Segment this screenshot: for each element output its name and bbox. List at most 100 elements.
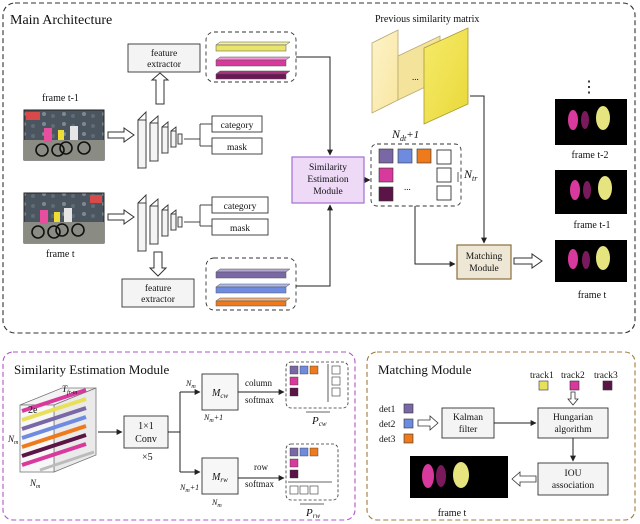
matrix-cells: ... [378,148,452,202]
feature-extractor-bottom-line1: feature [145,283,171,294]
hungarian-line1: Hungarian [553,413,593,423]
sem-line1: Similarity [309,163,347,173]
mcw-nm-bottom: Nm+1 [203,413,223,424]
track1-swatch [538,380,549,391]
track2-label: track2 [561,371,585,381]
row-softmax-line2: softmax [245,479,274,489]
frame-prev-image [23,109,105,161]
mask-box-top [211,137,263,155]
pcw-label: Pcw [311,415,327,428]
hungarian-line2: algorithm [555,425,593,435]
feature-extractor-top [127,43,201,73]
mask-label-top: mask [227,143,247,153]
similarity-estimation-module-box [291,156,365,204]
track3-label: track3 [594,371,618,381]
matrix-dots: ... [404,182,411,192]
frame-cur-label: frame t [46,249,75,260]
mask-box-bottom [211,218,269,236]
det1-label: det1 [379,405,396,415]
backbone-bottom [137,193,183,253]
column-softmax-line2: softmax [245,395,274,405]
arrow-prevmatrix-to-matching [470,95,487,244]
iou-line2: association [552,481,594,491]
mrw-nm-bottom: Nm [211,498,222,509]
mcw-box [201,373,239,411]
hollow-arrow-down [148,251,168,277]
track1-label: track1 [530,371,554,381]
arrow-bottombank-to-sem [296,204,333,287]
matching-panel [366,351,636,521]
feature-bank-bottom [205,257,297,311]
sem-line2: Estimation [307,175,348,185]
output-frame-t2 [555,99,627,145]
arrow-topbank-to-sem [296,56,333,156]
iou-association-box [537,462,609,496]
prev-matrix-3 [423,27,469,125]
tensor-nm-left: Nm [7,434,19,446]
track3-swatch [602,380,613,391]
kalman-line2: filter [459,424,478,435]
main-architecture-title: Main Architecture [10,13,112,28]
iou-line1: IOU [565,469,582,479]
prev-matrix-1 [371,29,399,114]
output-ellipsis: ⋮ [581,79,597,96]
matching-output-frame [410,456,508,498]
tensor-2e: 2e [28,405,38,416]
output-frame-t [555,240,627,282]
prw-cells [288,447,332,495]
pcw-matrix [285,361,349,409]
conv-line2: Conv [135,434,157,445]
mrw-box [201,457,239,495]
similarity-matrix [370,143,462,207]
category-label-bottom: category [224,202,257,212]
prev-matrix-dots: ... [412,72,419,82]
matching-module-box [456,244,512,280]
det2-swatch [403,418,414,429]
head-branches-top [184,123,212,147]
frame-prev-label: frame t-1 [42,93,79,104]
head-branches-bottom [184,204,212,227]
matching-frame-t-label: frame t [438,508,467,519]
hungarian-box [537,407,609,439]
arrow-matrix-to-matching [414,206,456,267]
prw-matrix [285,443,339,501]
mrw-label: Mrw [211,472,228,484]
mcw-label: Mcw [211,388,228,400]
hollow-arrow-iou-to-frame [511,471,537,487]
hollow-arrow-up [150,72,170,105]
column-softmax-line1: column [245,378,272,388]
kalman-line1: Kalman [453,413,483,423]
hollow-arrow-prev [107,127,135,143]
conv-box [123,415,169,449]
ndt-label: Ndt+1 [391,127,419,143]
det1-swatch [403,403,414,414]
mrw-nm-left: Nm+1 [179,483,199,494]
row-softmax-line1: row [254,462,268,472]
tensor-t-label: Tfr-m [62,384,78,396]
sem-panel-title: Similarity Estimation Module [14,362,170,377]
feature-extractor-top-line1: feature [151,48,177,59]
main-architecture-panel [2,2,636,334]
feature-bars-top [215,41,291,80]
feature-bank-top [205,31,297,83]
sem-line3: Module [313,187,343,197]
kalman-filter-box [441,407,495,439]
feature-bars-bottom [215,268,291,307]
backbone-top [137,110,183,170]
mcw-nm-left: Nm [185,379,196,390]
hollow-arrow-dets [417,415,439,431]
mask-label-bottom: mask [230,224,250,234]
sem-panel [2,351,356,521]
conv-line1: 1×1 [138,421,154,432]
previous-similarity-matrices: ... [371,27,469,125]
prev-matrix-label: Previous similarity matrix [375,14,479,25]
det3-label: det3 [379,435,396,445]
category-label-top: category [221,121,254,131]
feature-extractor-bottom-line2: extractor [141,295,176,305]
output-frame-t-label: frame t [578,290,607,301]
frame-cur-image [23,192,105,244]
pcw-cells [289,364,341,402]
tensor-nm-bottom: Nm [29,478,41,490]
ntr-label: Ntr [463,167,478,183]
